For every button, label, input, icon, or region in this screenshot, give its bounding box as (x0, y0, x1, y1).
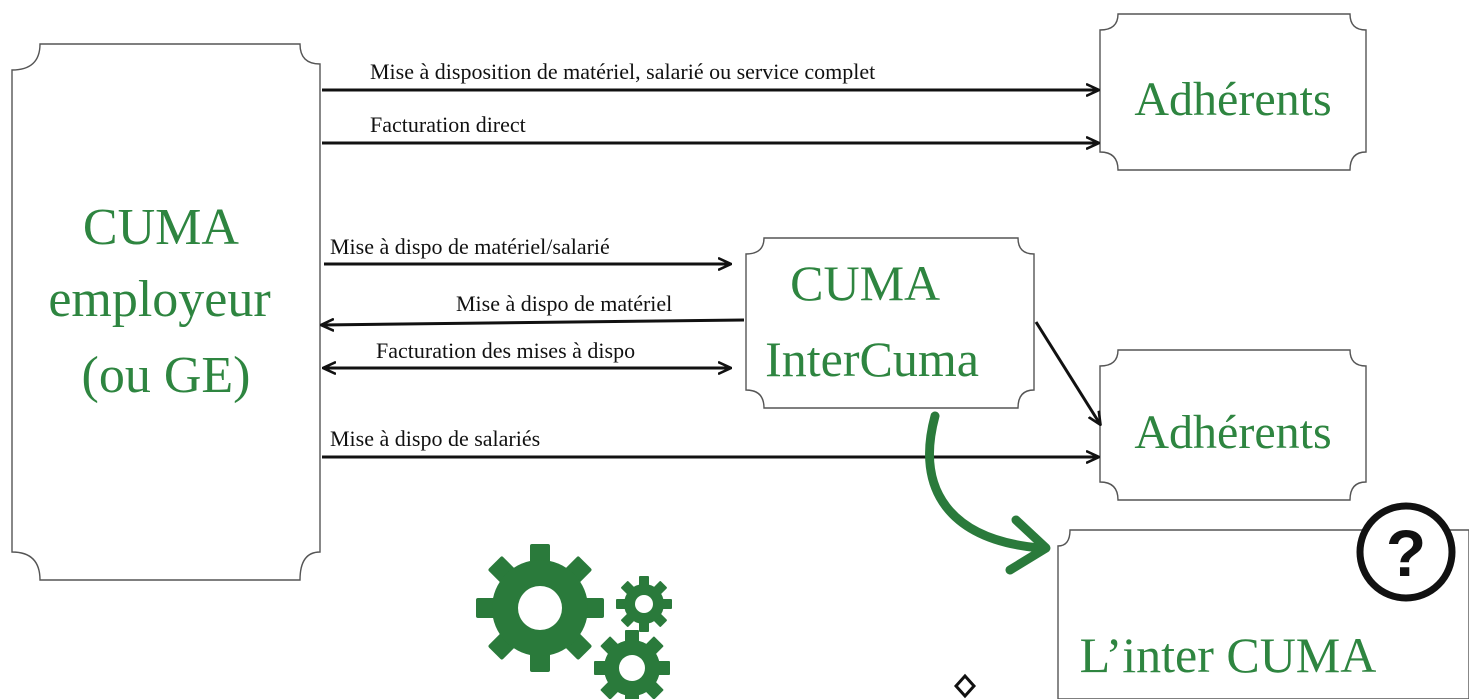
linter-cuma-label: L’inter CUMA (1080, 627, 1377, 683)
cuma-intercuma-line-2: InterCuma (765, 331, 979, 387)
adherents-top-label: Adhérents (1134, 73, 1331, 126)
edge-label-mise-dispo-salaries: Mise à dispo de salariés (330, 426, 540, 451)
cuma-employeur-line-1: CUMA (83, 199, 239, 256)
edge-label-mise-dispo-materiel-salarie: Mise à dispo de matériel/salarié (330, 234, 610, 259)
cuma-employeur-box (11, 43, 321, 581)
gears-icon (476, 544, 672, 699)
question-mark-icon: ? (1356, 502, 1456, 602)
edge-intercuma-to-adherents (1034, 321, 1100, 424)
cuma-employeur-line-3: (ou GE) (82, 347, 251, 404)
edge-label-facturation-direct: Facturation direct (370, 112, 526, 137)
adherents-middle-label: Adhérents (1134, 406, 1331, 459)
cuma-intercuma-line-1: CUMA (790, 255, 940, 311)
edge-label-facturation-mises-dispo: Facturation des mises à dispo (376, 338, 635, 363)
cuma-employeur-label: CUMA employeur (ou GE) (48, 199, 283, 404)
adherents-middle-box (1099, 349, 1367, 501)
curved-arrow-icon (925, 411, 1051, 575)
edge-label-mise-disposition-complet: Mise à disposition de matériel, salarié … (370, 59, 875, 84)
edge-mise-dispo-materiel (322, 320, 745, 325)
question-mark-glyph: ? (1386, 516, 1426, 590)
edge-label-mise-dispo-materiel: Mise à dispo de matériel (456, 291, 672, 316)
diamond-icon (953, 673, 977, 699)
cuma-intercuma-box (745, 237, 1035, 409)
adherents-top-box (1099, 13, 1367, 171)
cuma-employeur-line-2: employeur (48, 271, 270, 328)
cuma-intercuma-label: CUMA InterCuma (765, 255, 979, 387)
